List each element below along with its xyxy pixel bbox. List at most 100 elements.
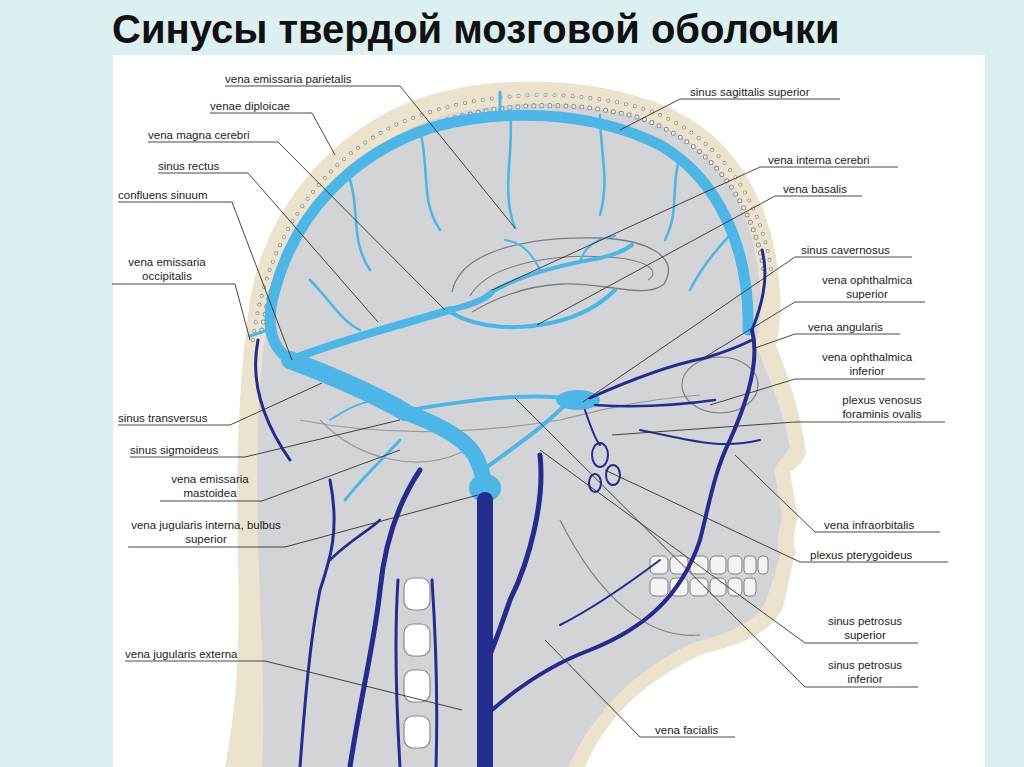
skull-diploe-dots <box>262 105 764 330</box>
cortical-vein <box>580 236 615 262</box>
inferior-ophthalmic-vein <box>595 400 715 406</box>
anatomy-label: vena emissaria mastoidea <box>158 472 262 500</box>
leader-line <box>755 334 900 348</box>
leader-line <box>735 455 940 532</box>
leader-line <box>537 196 862 325</box>
anatomy-label: vena facialis <box>655 723 718 737</box>
tooth <box>728 556 742 574</box>
leader-line <box>612 422 945 435</box>
vertebra <box>404 624 430 656</box>
anatomy-label: sinus rectus <box>158 159 219 173</box>
leader-line <box>112 284 250 340</box>
vertebra <box>404 578 430 610</box>
anatomy-label: vena jugularis interna, bulbus superior <box>126 518 286 546</box>
frontal-vein <box>752 250 765 330</box>
anatomy-label: plexus pterygoideus <box>810 548 912 562</box>
leader-line <box>148 142 445 310</box>
cortical-vein <box>508 110 515 228</box>
vertebra <box>404 670 430 702</box>
skull-diploe-dots <box>253 95 772 340</box>
leader-line <box>130 420 400 457</box>
leader-line <box>515 398 918 687</box>
pterygoid-plexus-loop <box>606 465 620 485</box>
skull-diploe-dots <box>253 95 772 340</box>
leader-line <box>605 470 948 562</box>
tooth <box>650 578 668 596</box>
anatomy-label: venae diploicae <box>210 99 290 113</box>
anatomy-label: vena magna cerebri <box>148 128 250 142</box>
anatomy-label: sinus sagittalis superior <box>690 85 810 99</box>
inferior-petrosal-sinus <box>483 405 565 470</box>
vertebra <box>404 716 430 748</box>
anatomy-label: sinus petrosus inferior <box>810 658 920 686</box>
anatomy-label: vena ophthalmica superior <box>806 273 928 301</box>
vertebral-vein <box>432 580 437 767</box>
tooth <box>744 578 756 596</box>
cortical-vein <box>665 155 680 240</box>
anatomy-label: vena interna cerebri <box>768 153 870 167</box>
slide-title: Синусы твердой мозговой оболочки <box>112 6 840 52</box>
anatomy-label: plexus venosus foraminis ovalis <box>818 393 946 421</box>
posterior-neck-vein <box>300 480 334 767</box>
pterygoid-plexus-loop <box>592 443 608 467</box>
anatomy-label: sinus cavernosus <box>801 243 890 257</box>
superior-ophthalmic-vein <box>590 340 752 398</box>
anatomy-label: vena jugularis externa <box>125 647 238 661</box>
straight-sinus <box>290 310 450 360</box>
head-skin <box>225 82 806 767</box>
anatomy-label: vena angularis <box>808 320 883 334</box>
anatomy-label: sinus petrosus superior <box>810 614 920 642</box>
tooth <box>690 578 708 596</box>
cortical-vein <box>420 130 440 230</box>
parietal-emissary-vein <box>499 92 502 110</box>
retromandibular-vein <box>488 455 541 660</box>
great-cerebral-vein <box>450 292 492 310</box>
anatomy-label: vena ophthalmica inferior <box>806 350 928 378</box>
extracranial-veins <box>256 250 765 767</box>
basal-vein <box>450 290 615 327</box>
tooth <box>758 556 768 574</box>
posterior-neck-vein <box>330 520 380 560</box>
skull-diploe-dots <box>262 105 764 330</box>
leader-line <box>620 99 840 130</box>
teeth <box>650 556 768 596</box>
orbit-outline <box>682 357 758 413</box>
jaw-vein <box>560 560 660 625</box>
leader-line <box>492 167 898 290</box>
anatomy-label: vena emissaria occipitalis <box>112 255 222 283</box>
anatomy-label: vena basalis <box>783 182 847 196</box>
anatomy-label: vena emissaria parietalis <box>225 72 352 86</box>
occipital-emissary-vein <box>250 330 268 336</box>
anatomy-label: sinus sigmoideus <box>130 443 218 457</box>
cortical-vein <box>690 230 735 290</box>
superior-petrosal-sinus <box>410 396 570 410</box>
mastoid-emissary-vein <box>345 440 400 500</box>
cortical-vein <box>600 115 604 215</box>
leader-line <box>545 640 735 737</box>
tooth <box>710 556 726 574</box>
cavernous-sinus <box>556 390 600 410</box>
anatomy-label: vena infraorbitalis <box>824 518 914 532</box>
tooth <box>710 578 726 596</box>
facial-vein <box>492 330 755 710</box>
internal-jugular-vein <box>477 500 493 767</box>
tooth <box>744 556 756 574</box>
leader-line <box>118 383 322 425</box>
pterygoid-plexus-loop <box>589 474 601 492</box>
leader-line <box>125 661 462 710</box>
cortical-vein <box>330 401 400 420</box>
leader-lines <box>112 86 948 737</box>
tooth <box>728 578 742 596</box>
anatomy-label: confluens sinuum <box>118 188 208 202</box>
external-jugular-vein <box>350 470 420 767</box>
plexus-connection <box>585 410 600 445</box>
anatomy-label: sinus transversus <box>118 411 207 425</box>
dural-sinuses <box>250 92 748 500</box>
skull-base-outline <box>300 395 700 432</box>
vertebrae <box>404 578 430 748</box>
vertebral-vein <box>396 580 400 767</box>
cortical-vein <box>310 280 360 330</box>
cortical-vein <box>505 240 540 270</box>
jaw-outline <box>560 520 700 635</box>
